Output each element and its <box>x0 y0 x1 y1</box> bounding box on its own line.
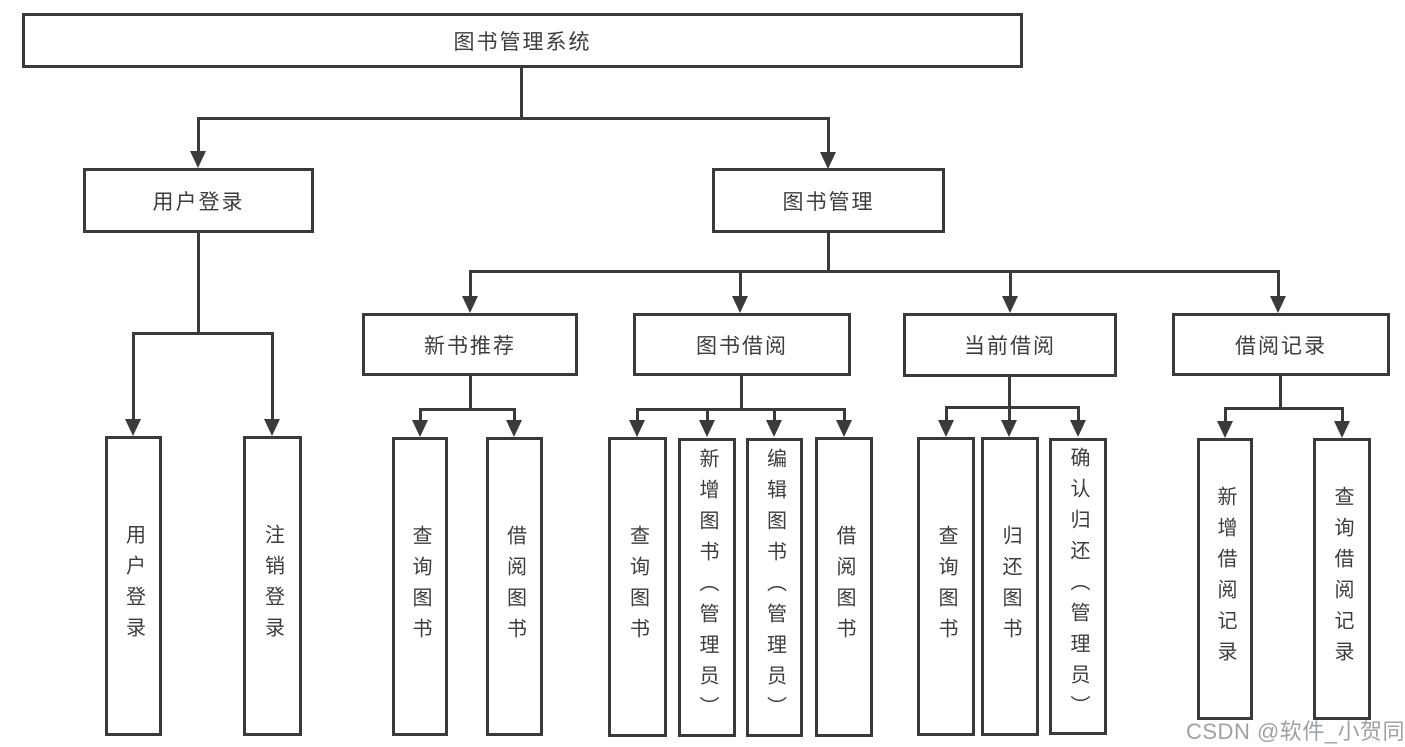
node-cb-return-book: 归还图书 <box>981 437 1039 736</box>
node-bb-borrow-book: 借阅图书 <box>815 437 873 737</box>
node-br-add-record: 新增借阅记录 <box>1197 438 1253 720</box>
connector-line <box>520 68 523 117</box>
node-book-borrow-label: 图书借阅 <box>696 334 788 358</box>
connector-line <box>132 332 135 421</box>
connector-line <box>469 270 472 298</box>
node-root-label: 图书管理系统 <box>453 30 592 54</box>
arrowhead-down-icon <box>1002 296 1018 313</box>
connector-line <box>419 408 516 411</box>
node-br-query-record-label: 查询借阅记录 <box>1331 486 1353 672</box>
node-user-login: 用户登录 <box>83 168 314 233</box>
connector-line <box>1341 407 1344 422</box>
arrowhead-down-icon <box>1001 420 1017 437</box>
connector-line <box>636 408 846 411</box>
node-new-book-rec-label: 新书推荐 <box>424 334 516 358</box>
node-bb-edit-book: 编辑图书（管理员） <box>746 438 803 737</box>
node-br-query-record: 查询借阅记录 <box>1313 438 1371 720</box>
connector-line <box>513 408 516 422</box>
node-leaf-user-login: 用户登录 <box>105 436 162 736</box>
arrowhead-down-icon <box>506 420 522 437</box>
connector-line <box>740 376 743 411</box>
arrowhead-down-icon <box>1334 421 1350 438</box>
node-leaf-user-login-label: 用户登录 <box>122 524 145 648</box>
arrowhead-down-icon <box>820 152 836 169</box>
node-bb-add-book-label: 新增图书（管理员） <box>696 448 718 727</box>
node-br-add-record-label: 新增借阅记录 <box>1214 486 1236 672</box>
connector-line <box>1277 270 1280 298</box>
node-bb-edit-book-label: 编辑图书（管理员） <box>763 448 786 727</box>
connector-line <box>197 117 830 120</box>
node-borrow-records: 借阅记录 <box>1172 313 1390 376</box>
node-cb-confirm-return-label: 确认归还（管理员） <box>1067 447 1089 726</box>
connector-line <box>945 406 948 422</box>
node-book-mgmt: 图书管理 <box>712 168 945 233</box>
connector-line <box>1279 376 1282 410</box>
node-current-borrow: 当前借阅 <box>903 313 1117 377</box>
node-cb-query-book: 查询图书 <box>917 437 975 736</box>
arrowhead-down-icon <box>125 419 141 436</box>
arrowhead-down-icon <box>732 296 748 313</box>
arrowhead-down-icon <box>629 420 645 437</box>
node-cb-confirm-return: 确认归还（管理员） <box>1049 438 1107 735</box>
node-cb-return-book-label: 归还图书 <box>999 524 1021 649</box>
connector-line <box>1009 270 1012 298</box>
node-leaf-logout-label: 注销登录 <box>261 524 284 648</box>
node-user-login-label: 用户登录 <box>152 190 245 214</box>
node-book-borrow: 图书借阅 <box>633 313 851 376</box>
arrowhead-down-icon <box>462 296 478 313</box>
connector-line <box>1224 407 1344 410</box>
connector-line <box>945 406 1080 409</box>
connector-line <box>1008 377 1011 409</box>
node-new-book-rec: 新书推荐 <box>362 313 578 376</box>
connector-line <box>827 117 830 153</box>
arrowhead-down-icon <box>412 420 428 437</box>
arrowhead-down-icon <box>1217 421 1233 438</box>
connector-line <box>469 376 472 411</box>
arrowhead-down-icon <box>766 420 782 437</box>
arrowhead-down-icon <box>836 420 852 437</box>
node-rec-query-book-label: 查询图书 <box>409 524 431 649</box>
connector-line <box>132 332 274 335</box>
node-bb-query-book-label: 查询图书 <box>626 525 649 649</box>
node-bb-query-book: 查询图书 <box>608 437 667 737</box>
connector-line <box>843 408 846 422</box>
arrowhead-down-icon <box>190 151 206 168</box>
arrowhead-down-icon <box>264 419 280 436</box>
arrowhead-down-icon <box>1070 420 1086 437</box>
node-leaf-logout: 注销登录 <box>243 436 302 736</box>
node-root: 图书管理系统 <box>22 13 1023 68</box>
connector-line <box>827 233 830 273</box>
connector-line <box>197 232 200 334</box>
connector-line <box>1077 406 1080 422</box>
node-current-borrow-label: 当前借阅 <box>964 335 1056 358</box>
node-bb-add-book: 新增图书（管理员） <box>678 438 736 737</box>
connector-line <box>773 408 776 422</box>
node-book-mgmt-label: 图书管理 <box>782 190 875 214</box>
connector-line <box>271 332 274 421</box>
arrowhead-down-icon <box>938 420 954 437</box>
connector-line <box>419 408 422 422</box>
connector-line <box>636 408 639 422</box>
node-rec-query-book: 查询图书 <box>392 437 448 736</box>
connector-line <box>739 270 742 298</box>
connector-line <box>706 408 709 422</box>
connector-line <box>469 270 1280 273</box>
node-rec-borrow-book: 借阅图书 <box>486 437 543 736</box>
arrowhead-down-icon <box>1270 296 1286 313</box>
connector-line <box>1008 406 1011 422</box>
node-rec-borrow-book-label: 借阅图书 <box>503 524 526 649</box>
node-bb-borrow-book-label: 借阅图书 <box>833 525 855 649</box>
connector-line <box>1224 407 1227 422</box>
arrowhead-down-icon <box>699 420 715 437</box>
node-borrow-records-label: 借阅记录 <box>1235 334 1327 358</box>
csdn-watermark: CSDN @软件_小贺同学 <box>1186 719 1405 744</box>
connector-line <box>197 117 200 153</box>
node-cb-query-book-label: 查询图书 <box>935 524 957 649</box>
